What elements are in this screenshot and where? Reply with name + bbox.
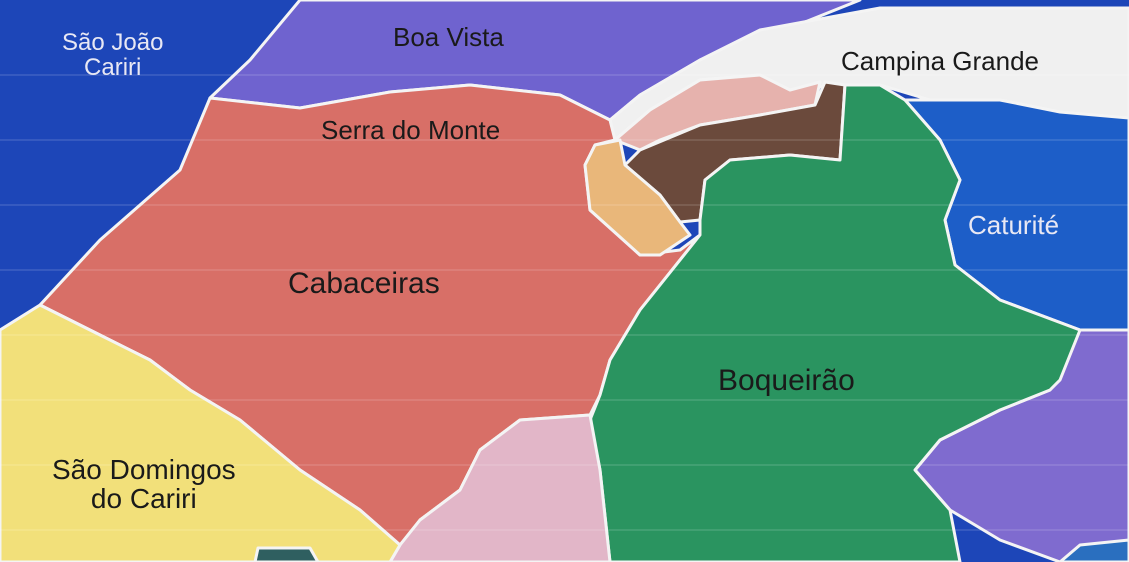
label-sao-domingos-do-cariri: São Domingos do Cariri <box>52 455 236 514</box>
label-sao-joao-cariri: São João Cariri <box>62 29 164 82</box>
label-serra-do-monte: Serra do Monte <box>321 115 501 145</box>
region-boqueirao <box>588 83 1082 562</box>
label-boa-vista: Boa Vista <box>393 22 504 52</box>
label-sao-domingos-line2: do Cariri <box>90 483 197 515</box>
label-sao-joao-cariri-line2: Cariri <box>84 54 142 82</box>
label-sao-domingos-line1: São Domingos <box>52 454 236 485</box>
label-campina-grande-line1: Campina Grande <box>841 46 1039 76</box>
label-boqueirao-line1: Boqueirão <box>718 364 855 397</box>
label-cabaceiras: Cabaceiras <box>288 268 440 300</box>
label-caturite: Caturité <box>968 210 1060 240</box>
region-tan <box>583 138 692 257</box>
label-sao-joao-cariri-line1: São João <box>62 29 164 56</box>
region-dark-teal <box>253 546 320 562</box>
label-serra-do-monte-line1: Serra do Monte <box>321 115 501 145</box>
label-caturite-line1: Caturité <box>968 210 1060 240</box>
label-cabaceiras-line1: Cabaceiras <box>288 267 440 300</box>
label-boa-vista-line1: Boa Vista <box>393 22 504 52</box>
region-blue-corner <box>1058 538 1129 562</box>
label-campina-grande: Campina Grande <box>841 46 1039 76</box>
label-boqueirao: Boqueirão <box>718 365 855 397</box>
scanlines <box>0 74 1129 531</box>
region-sao-domingos <box>0 303 402 562</box>
